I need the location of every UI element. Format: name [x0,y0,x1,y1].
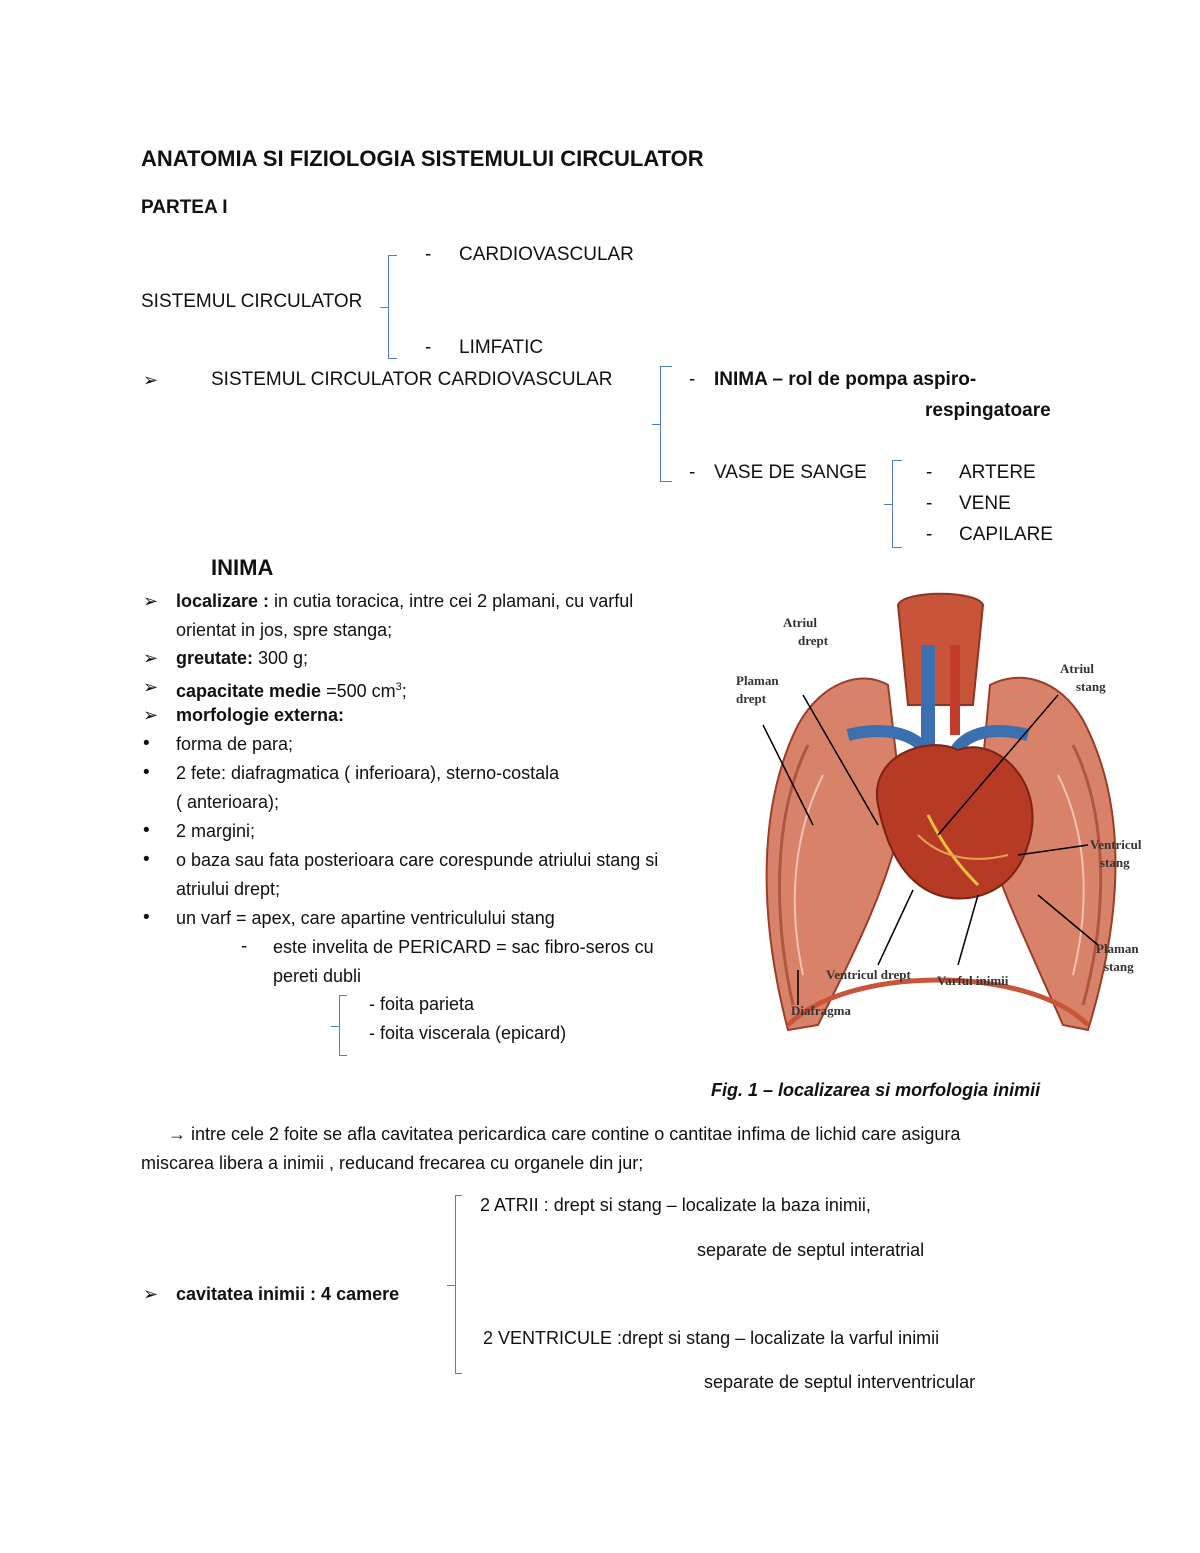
layers-brace [331,995,347,1056]
bullet-icon: • [143,733,150,754]
arrow-bullet-icon: ➢ [143,370,159,390]
bullet-item: o baza sau fata posterioara care corespu… [176,850,659,870]
heart-anatomy-illustration: Atriul drept Plaman drept Atriul stang V… [728,585,1152,1033]
bullet-icon: • [143,762,150,783]
circulatory-system-label: SISTEMUL CIRCULATOR [141,291,363,312]
bullet-icon: • [143,820,150,841]
vessels-brace [884,460,902,548]
label-right-atrium: Atriul [783,615,817,630]
label-right-lung: Plaman [736,673,779,688]
label-apex: Varful inimii [937,973,1009,988]
pericardic-cavity-text: → intre cele 2 foite se afla cavitatea p… [168,1124,961,1144]
dash: - [689,369,696,390]
heart-role: INIMA – rol de pompa aspiro- [714,369,977,390]
label-left-atrium: Atriul [1060,661,1094,676]
arrow-bullet-icon: ➢ [143,1284,159,1304]
localization-line-2: orientat in jos, spre stanga; [176,620,393,640]
heart-role-cont: respingatoare [925,400,1051,421]
label-diaphragm: Diafragma [791,1003,851,1018]
bullet-icon: • [143,849,150,870]
chambers-brace [447,1195,462,1374]
label-right-ventricle: Ventricul drept [826,967,912,982]
dash: - [926,524,933,545]
atria-line-2: separate de septul interatrial [697,1240,925,1260]
pericardium-line: este invelita de PERICARD = sac fibro-se… [273,937,654,957]
bullet-item-cont: ( anterioara); [176,792,280,812]
bullet-icon: • [143,907,150,928]
circulatory-brace [380,255,397,359]
cardiovascular-label: CARDIOVASCULAR [459,244,634,265]
dash: - [241,936,248,957]
cardiovascular-system-label: SISTEMUL CIRCULATOR CARDIOVASCULAR [211,369,613,390]
dash: - [926,462,933,483]
pericardium-line-2: pereti dubli [273,966,362,986]
visceral-layer: - foita viscerala (epicard) [369,1023,567,1043]
bullet-item: forma de para; [176,734,294,754]
blood-vessels-label: VASE DE SANGE [714,462,867,483]
label-left-lung: Plaman [1096,941,1139,956]
dash: - [425,337,432,358]
dash: - [425,244,432,265]
cavity-heading: cavitatea inimii : 4 camere [176,1284,400,1304]
figure-caption: Fig. 1 – localizarea si morfologia inimi… [711,1080,1041,1100]
vessel-item: CAPILARE [959,524,1053,545]
morphology-heading: morfologie externa: [176,705,345,725]
vessel-item: VENE [959,493,1011,514]
svg-text:Atriul drept Plaman: Atriul drept Plaman drept Atriul stang V… [736,615,1145,1018]
dash: - [689,462,696,483]
ventricles-line: 2 VENTRICULE :drept si stang – localizat… [483,1328,940,1348]
lymphatic-label: LIMFATIC [459,337,544,358]
atria-line: 2 ATRII : drept si stang – localizate la… [480,1195,871,1215]
parietal-layer: - foita parieta [369,994,475,1014]
vessel-item: ARTERE [959,462,1036,483]
arrow-bullet-icon: ➢ [143,677,159,697]
heart-heading: INIMA [211,555,274,580]
cardiovascular-brace [652,366,672,482]
pericardic-cavity-text-2: miscarea libera a inimii , reducand frec… [141,1153,644,1173]
bullet-item: un varf = apex, care apartine ventriculu… [176,908,555,928]
localization-line: localizare : in cutia toracica, intre ce… [176,591,634,611]
bullet-item: 2 fete: diafragmatica ( inferioara), ste… [176,763,560,783]
label-left-ventricle: Ventricul [1090,837,1142,852]
dash: - [926,493,933,514]
arrow-bullet-icon: ➢ [143,705,159,725]
arrow-bullet-icon: ➢ [143,648,159,668]
ventricles-line-2: separate de septul interventricular [704,1372,976,1392]
arrow-bullet-icon: ➢ [143,591,159,611]
capacity-line: capacitate medie =500 cm3; [176,681,407,701]
part-heading: PARTEA I [141,197,228,218]
bullet-item: 2 margini; [176,821,256,841]
page-title: ANATOMIA SI FIZIOLOGIA SISTEMULUI CIRCUL… [141,146,704,171]
bullet-item-cont: atriului drept; [176,879,281,899]
weight-line: greutate: 300 g; [176,648,309,668]
